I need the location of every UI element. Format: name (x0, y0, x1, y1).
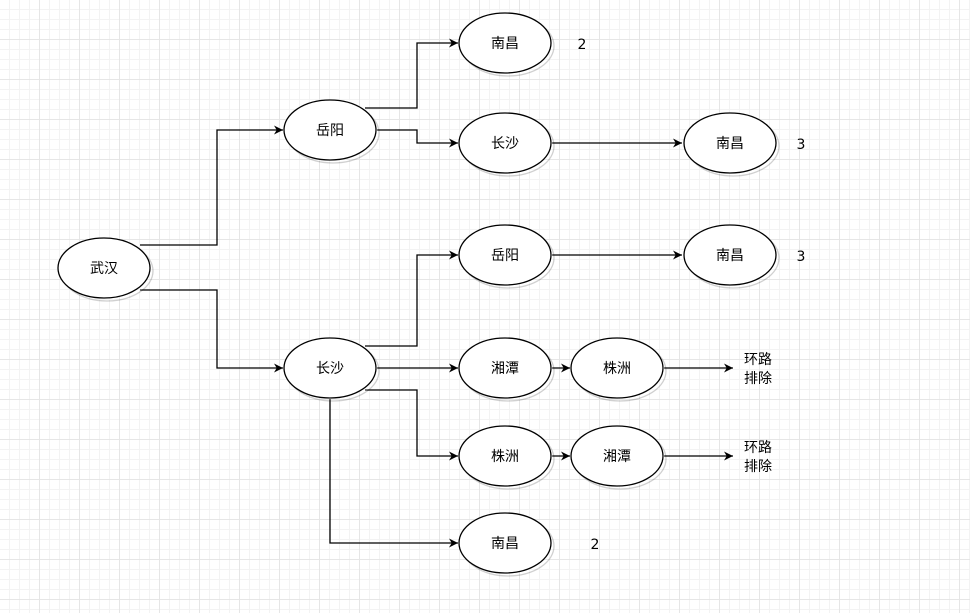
path-count-label: 2 (591, 537, 600, 553)
edge-changsha-yueyang-b (365, 250, 458, 347)
node-nanchang-c[interactable]: 南昌 (683, 224, 780, 289)
node-label: 湘潭 (491, 360, 519, 377)
edge-yueyang-nanchang-a (365, 38, 458, 109)
node-label: 武汉 (90, 261, 118, 277)
node-zhuzhou-b[interactable]: 株洲 (458, 425, 555, 490)
nodes: 武汉 岳阳 长沙 南昌 长沙 南昌 岳阳 (57, 12, 780, 577)
node-label: 岳阳 (491, 248, 519, 264)
node-nanchang-b[interactable]: 南昌 (683, 112, 780, 177)
node-label: 株洲 (603, 361, 631, 377)
node-label: 长沙 (491, 136, 519, 152)
edge-wuhan-changsha (140, 289, 283, 373)
node-xiangtan-a[interactable]: 湘潭 (458, 337, 555, 402)
node-label: 南昌 (716, 136, 744, 152)
edge-wuhan-yueyang (140, 125, 283, 246)
node-label: 长沙 (316, 361, 344, 377)
node-changsha-a[interactable]: 长沙 (458, 112, 555, 177)
node-label: 湘潭 (603, 448, 631, 465)
path-count-label: 3 (797, 249, 806, 265)
node-label: 南昌 (716, 248, 744, 264)
loop-excluded-label-line1: 环路 (744, 440, 772, 456)
edge-changsha-nanchang-d (329, 399, 458, 548)
node-label: 岳阳 (316, 123, 344, 139)
edge-changsha-zhuzhou-b (365, 389, 458, 461)
node-changsha[interactable]: 长沙 (283, 337, 380, 402)
node-label: 南昌 (491, 36, 519, 52)
edges (140, 38, 733, 548)
node-yueyang[interactable]: 岳阳 (283, 99, 380, 164)
node-wuhan[interactable]: 武汉 (57, 237, 154, 302)
node-yueyang-b[interactable]: 岳阳 (458, 224, 555, 289)
node-nanchang-a[interactable]: 南昌 (458, 12, 555, 77)
node-zhuzhou-a[interactable]: 株洲 (570, 337, 667, 402)
edge-yueyang-changsha-a (377, 129, 458, 148)
node-xiangtan-b[interactable]: 湘潭 (570, 425, 667, 490)
path-count-label: 2 (578, 37, 587, 53)
loop-excluded-label-line2: 排除 (744, 459, 772, 475)
path-count-label: 3 (797, 137, 806, 153)
annotations: 2 3 3 2 环路 排除 环路 排除 (578, 37, 806, 553)
node-nanchang-d[interactable]: 南昌 (458, 512, 555, 577)
loop-excluded-label-line1: 环路 (744, 352, 772, 368)
node-label: 株洲 (491, 449, 519, 465)
node-label: 南昌 (491, 536, 519, 552)
loop-excluded-label-line2: 排除 (744, 371, 772, 387)
